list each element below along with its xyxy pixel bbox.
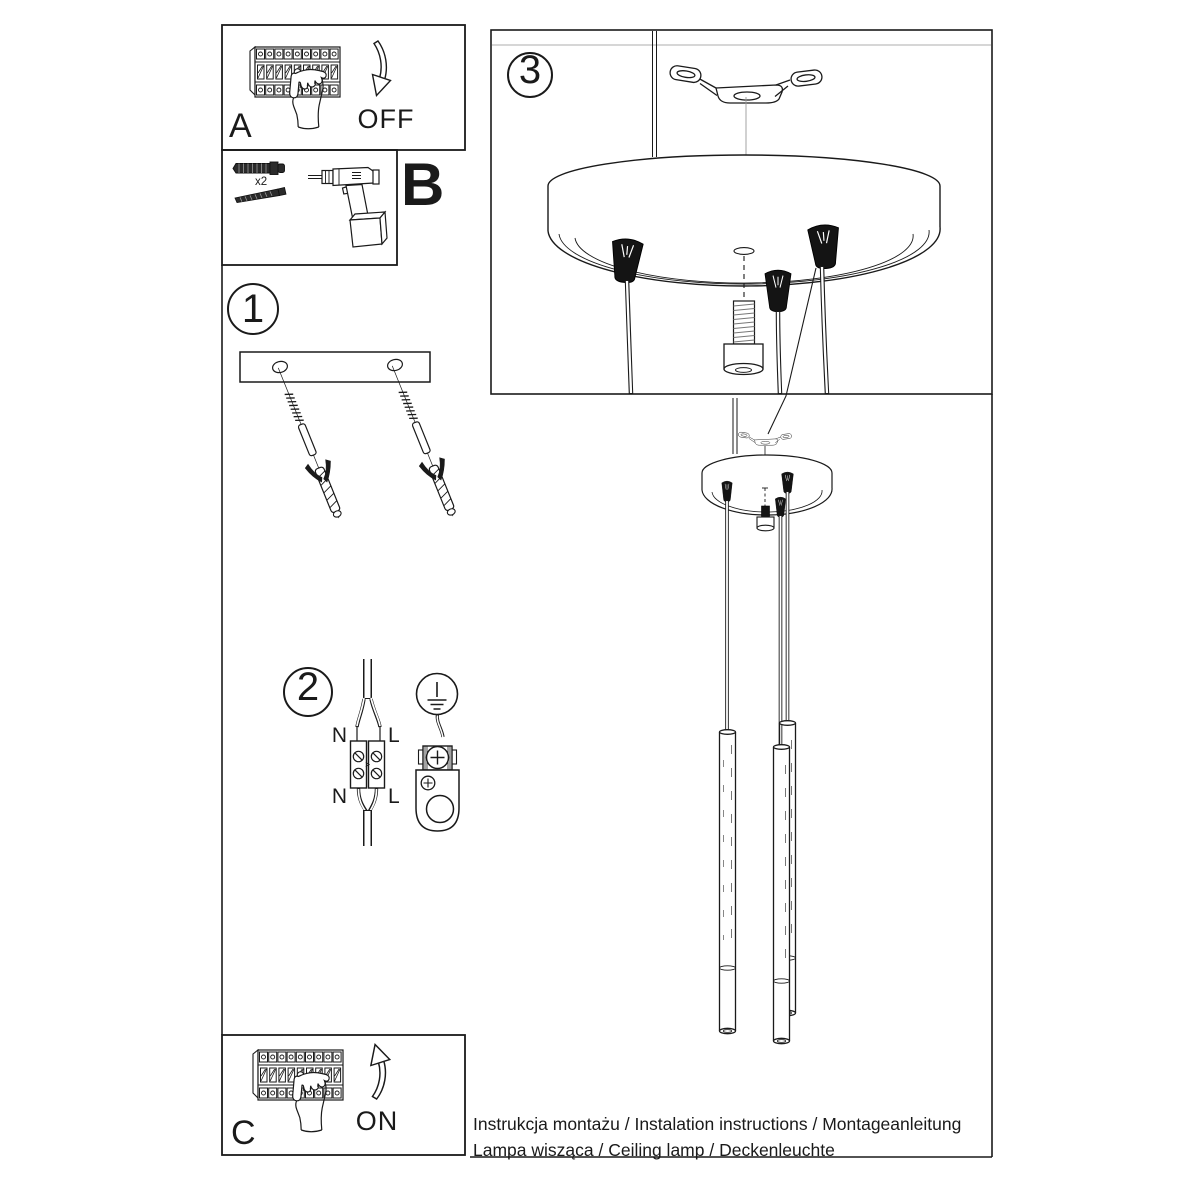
step3-detail-illustration [507,31,941,435]
ground-clamp-icon [415,714,460,832]
quantity-label: x2 [255,176,268,188]
step1-illustration [227,283,467,524]
step3-circle [507,52,553,98]
footer-captions: Instrukcja montażu / Instalation instruc… [473,1112,961,1163]
panel-b-frame [221,149,398,266]
pendant-assembled-illustration [701,398,833,1045]
suspension-cables [624,265,830,395]
off-label: OFF [357,104,415,134]
canopy-icon [547,154,941,287]
step3-number: 3 [518,48,542,92]
wire-label-l-top: L [388,724,400,747]
panel-b-illustration [232,161,388,248]
step2-circle [283,667,333,717]
pendant-cables [725,491,790,747]
on-label: ON [355,1106,399,1136]
mains-cable [652,31,657,157]
step3-detail-frame [490,29,993,395]
mains-cable-small [732,398,738,454]
pendant-tube-left [718,729,737,1035]
ground-symbol-icon [415,672,459,716]
drill-icon [308,166,388,248]
step2-illustration [283,658,460,847]
step2-number: 2 [296,665,320,709]
center-screw-small-icon [756,487,775,532]
footer-line-1: Instrukcja montażu / Instalation instruc… [473,1114,962,1134]
panel-a-letter: A [229,107,252,145]
wire-label-n-bottom: N [331,785,347,808]
terminal-block-icon [349,658,386,847]
panel-c-letter: C [231,1114,256,1152]
leader-line [767,267,817,435]
center-screw-icon [723,247,764,376]
page-frames [221,24,993,1158]
panel-c-frame [221,1034,466,1156]
panel-b-letter: B [401,151,445,218]
step1-circle [227,283,279,335]
step1-number: 1 [241,287,265,331]
wire-label-n-top: N [331,724,347,747]
pendant-tube-front [772,744,791,1045]
footer-line-2: Lampa wisząca / Ceiling lamp / Deckenleu… [473,1139,835,1160]
wire-label-l-bottom: L [388,785,400,808]
mounting-bar-icon [239,351,431,383]
